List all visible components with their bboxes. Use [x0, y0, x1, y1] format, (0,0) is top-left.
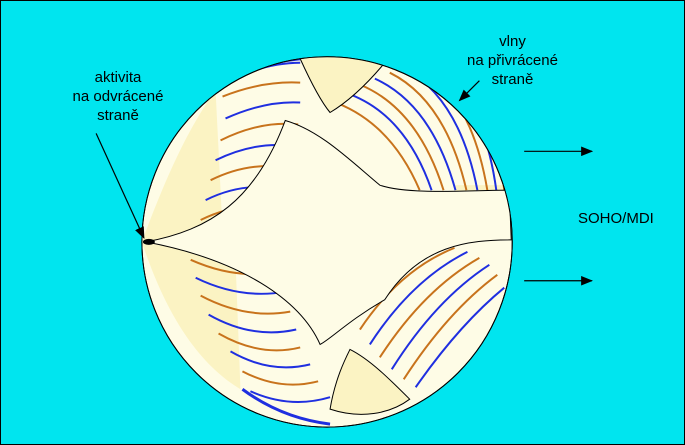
lune-top: [299, 56, 386, 114]
rim-lower: [241, 388, 331, 426]
wave-fan-lower-right: [359, 246, 505, 388]
far-side-label-line-1: aktivita: [94, 69, 142, 86]
shade-left-low: [141, 241, 241, 390]
far-side-label-line-2: na odvrácené: [72, 88, 164, 105]
far-side-pointer-arrow: [95, 133, 145, 240]
far-side-activity-spot: [142, 238, 155, 245]
far-side-label-line-3: straně: [97, 107, 139, 124]
instrument-label: SOHO/MDI: [578, 210, 654, 227]
near-side-waves-label: vlny na přivrácené straně: [440, 32, 585, 89]
near-side-label-line-2: na přivrácené: [467, 52, 558, 69]
far-side-activity-label: aktivita na odvrácené straně: [48, 68, 188, 125]
near-side-label-line-1: vlny: [499, 33, 526, 50]
lune-bottom: [329, 348, 411, 415]
near-side-pointer-arrow: [458, 80, 480, 102]
shade-left: [141, 90, 223, 242]
near-side-label-line-3: straně: [491, 71, 534, 88]
